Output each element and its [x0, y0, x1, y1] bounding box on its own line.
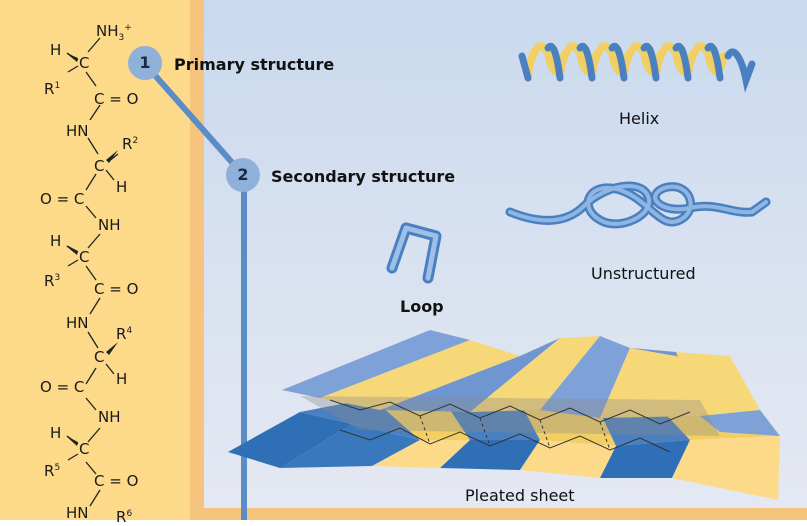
loop-drawing — [386, 222, 442, 284]
loop-label: Loop — [400, 297, 444, 316]
side-chain-r6: R6 — [116, 508, 133, 526]
carbonyl: O = C — [40, 190, 85, 208]
alpha-carbon: C — [94, 348, 105, 366]
carbonyl: C = O — [94, 90, 139, 108]
atom-h: H — [50, 232, 62, 250]
atom-h: H — [50, 41, 62, 59]
amide-hn: HN — [66, 122, 89, 140]
pleated-sheet — [228, 330, 780, 500]
amide-hn: HN — [66, 504, 89, 522]
side-chain-r5: R5 — [44, 462, 61, 480]
backbone-bonds — [66, 37, 119, 507]
amide-nh: NH — [98, 408, 121, 426]
stereo-wedges — [66, 53, 118, 446]
atom-h: H — [116, 370, 128, 388]
atom-h: H — [50, 424, 62, 442]
level-1-badge: 1 — [128, 46, 162, 80]
side-chain-r2: R2 — [122, 135, 139, 153]
helix-label: Helix — [619, 109, 660, 128]
side-chain-r1: R1 — [44, 80, 61, 98]
alpha-carbon: C — [79, 54, 90, 72]
primary-structure-label: Primary structure — [174, 55, 335, 74]
alpha-carbon: C — [94, 157, 105, 175]
side-chain-r4: R4 — [116, 325, 133, 343]
secondary-structure-label: Secondary structure — [271, 167, 456, 186]
carbonyl: C = O — [94, 280, 139, 298]
level-connector — [142, 62, 247, 520]
amide-nh: NH — [98, 216, 121, 234]
ammonium-group: NH3+ — [96, 22, 132, 43]
unstructured-coil — [505, 181, 771, 229]
alpha-carbon: C — [79, 440, 90, 458]
carbonyl: O = C — [40, 378, 85, 396]
level-2-badge: 2 — [226, 158, 260, 192]
alpha-carbon: C — [79, 248, 90, 266]
helix-drawing — [518, 42, 756, 93]
atom-h: H — [116, 178, 128, 196]
amide-hn: HN — [66, 314, 89, 332]
bottom-band — [204, 508, 807, 520]
unstructured-label: Unstructured — [591, 264, 696, 283]
side-chain-r3: R3 — [44, 272, 61, 290]
carbonyl: C = O — [94, 472, 139, 490]
pleated-sheet-label: Pleated sheet — [465, 486, 575, 505]
